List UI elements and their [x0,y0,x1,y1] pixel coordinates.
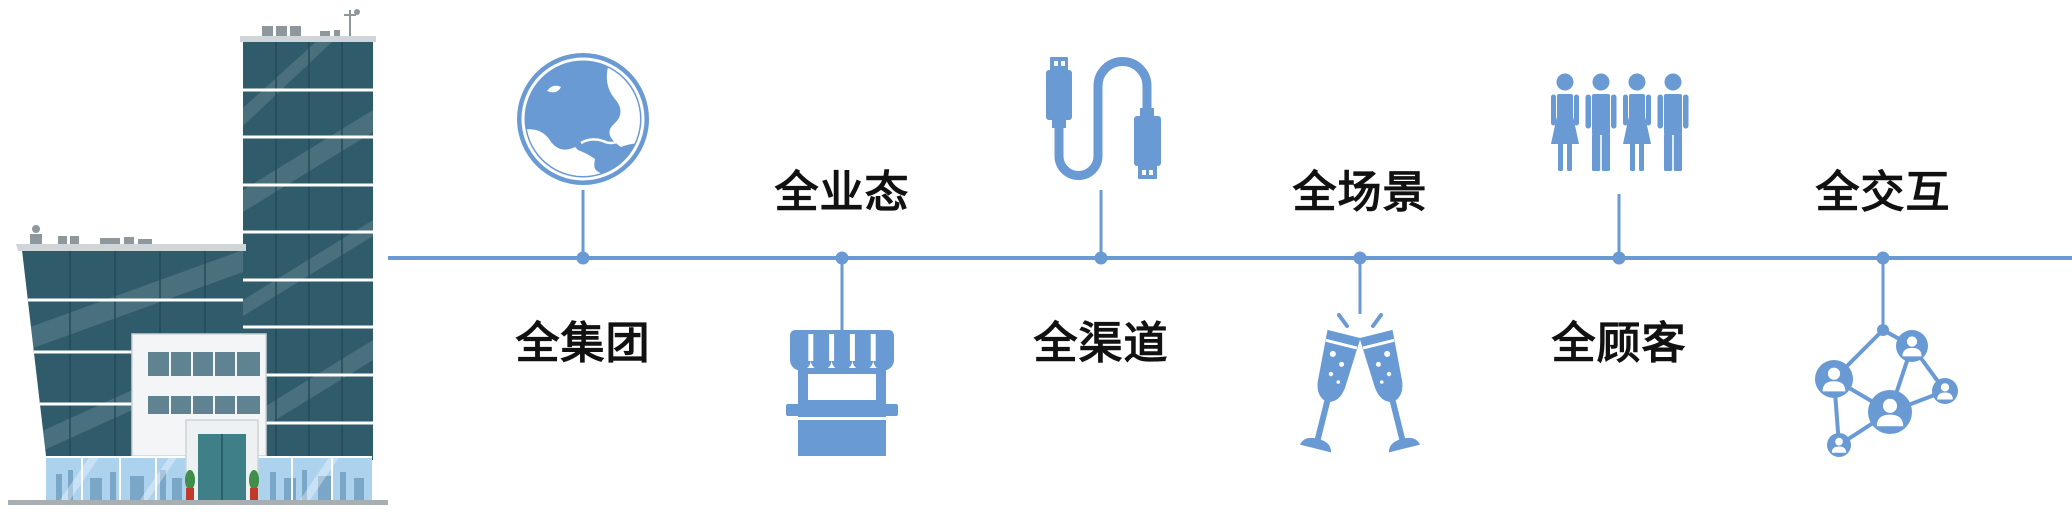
champagne-glasses-icon [1299,313,1421,453]
all-customers-label: 全顾客 [1551,319,1687,368]
network-node [1868,390,1912,434]
all-formats-label: 全业态 [774,168,910,217]
storefront-icon [786,330,898,456]
timeline-node [835,251,849,265]
building-entrance [185,419,259,503]
timeline-node [1612,251,1626,265]
people-icon [1551,73,1689,171]
all-channels-label: 全渠道 [1033,319,1169,368]
network-icon [1815,324,1958,457]
office-tower [240,36,376,460]
all-interactions-label: 全交互 [1815,168,1951,217]
ground-floor-lobby [46,456,372,500]
all-scenarios-label: 全场景 [1292,168,1428,217]
network-node [1815,360,1853,398]
low-block-rooftop-equipment [30,225,152,244]
sparkle-lines [1337,313,1383,328]
entrance-plants [185,470,259,500]
ground-line [8,500,388,505]
man-figure [1585,73,1617,171]
left-glass [1299,329,1361,453]
timeline-node [1094,251,1108,265]
network-junction [1877,324,1889,336]
network-node [1932,378,1958,404]
office-building-icon [8,9,388,505]
timeline-node [1876,251,1890,265]
globe-icon [517,53,649,185]
timeline-node [1353,251,1367,265]
timeline-node [576,251,590,265]
timeline-nodes [576,251,1890,265]
right-glass [1359,329,1421,453]
all-group-label: 全集团 [515,319,651,368]
usb-cable-icon [1046,57,1161,180]
woman-figure [1551,73,1579,171]
man-figure [1657,73,1689,171]
woman-figure [1623,73,1651,171]
network-node [1896,330,1928,362]
network-node [1827,433,1851,457]
timeline-connectors [581,190,1885,330]
tower-rooftop-equipment [262,9,360,36]
